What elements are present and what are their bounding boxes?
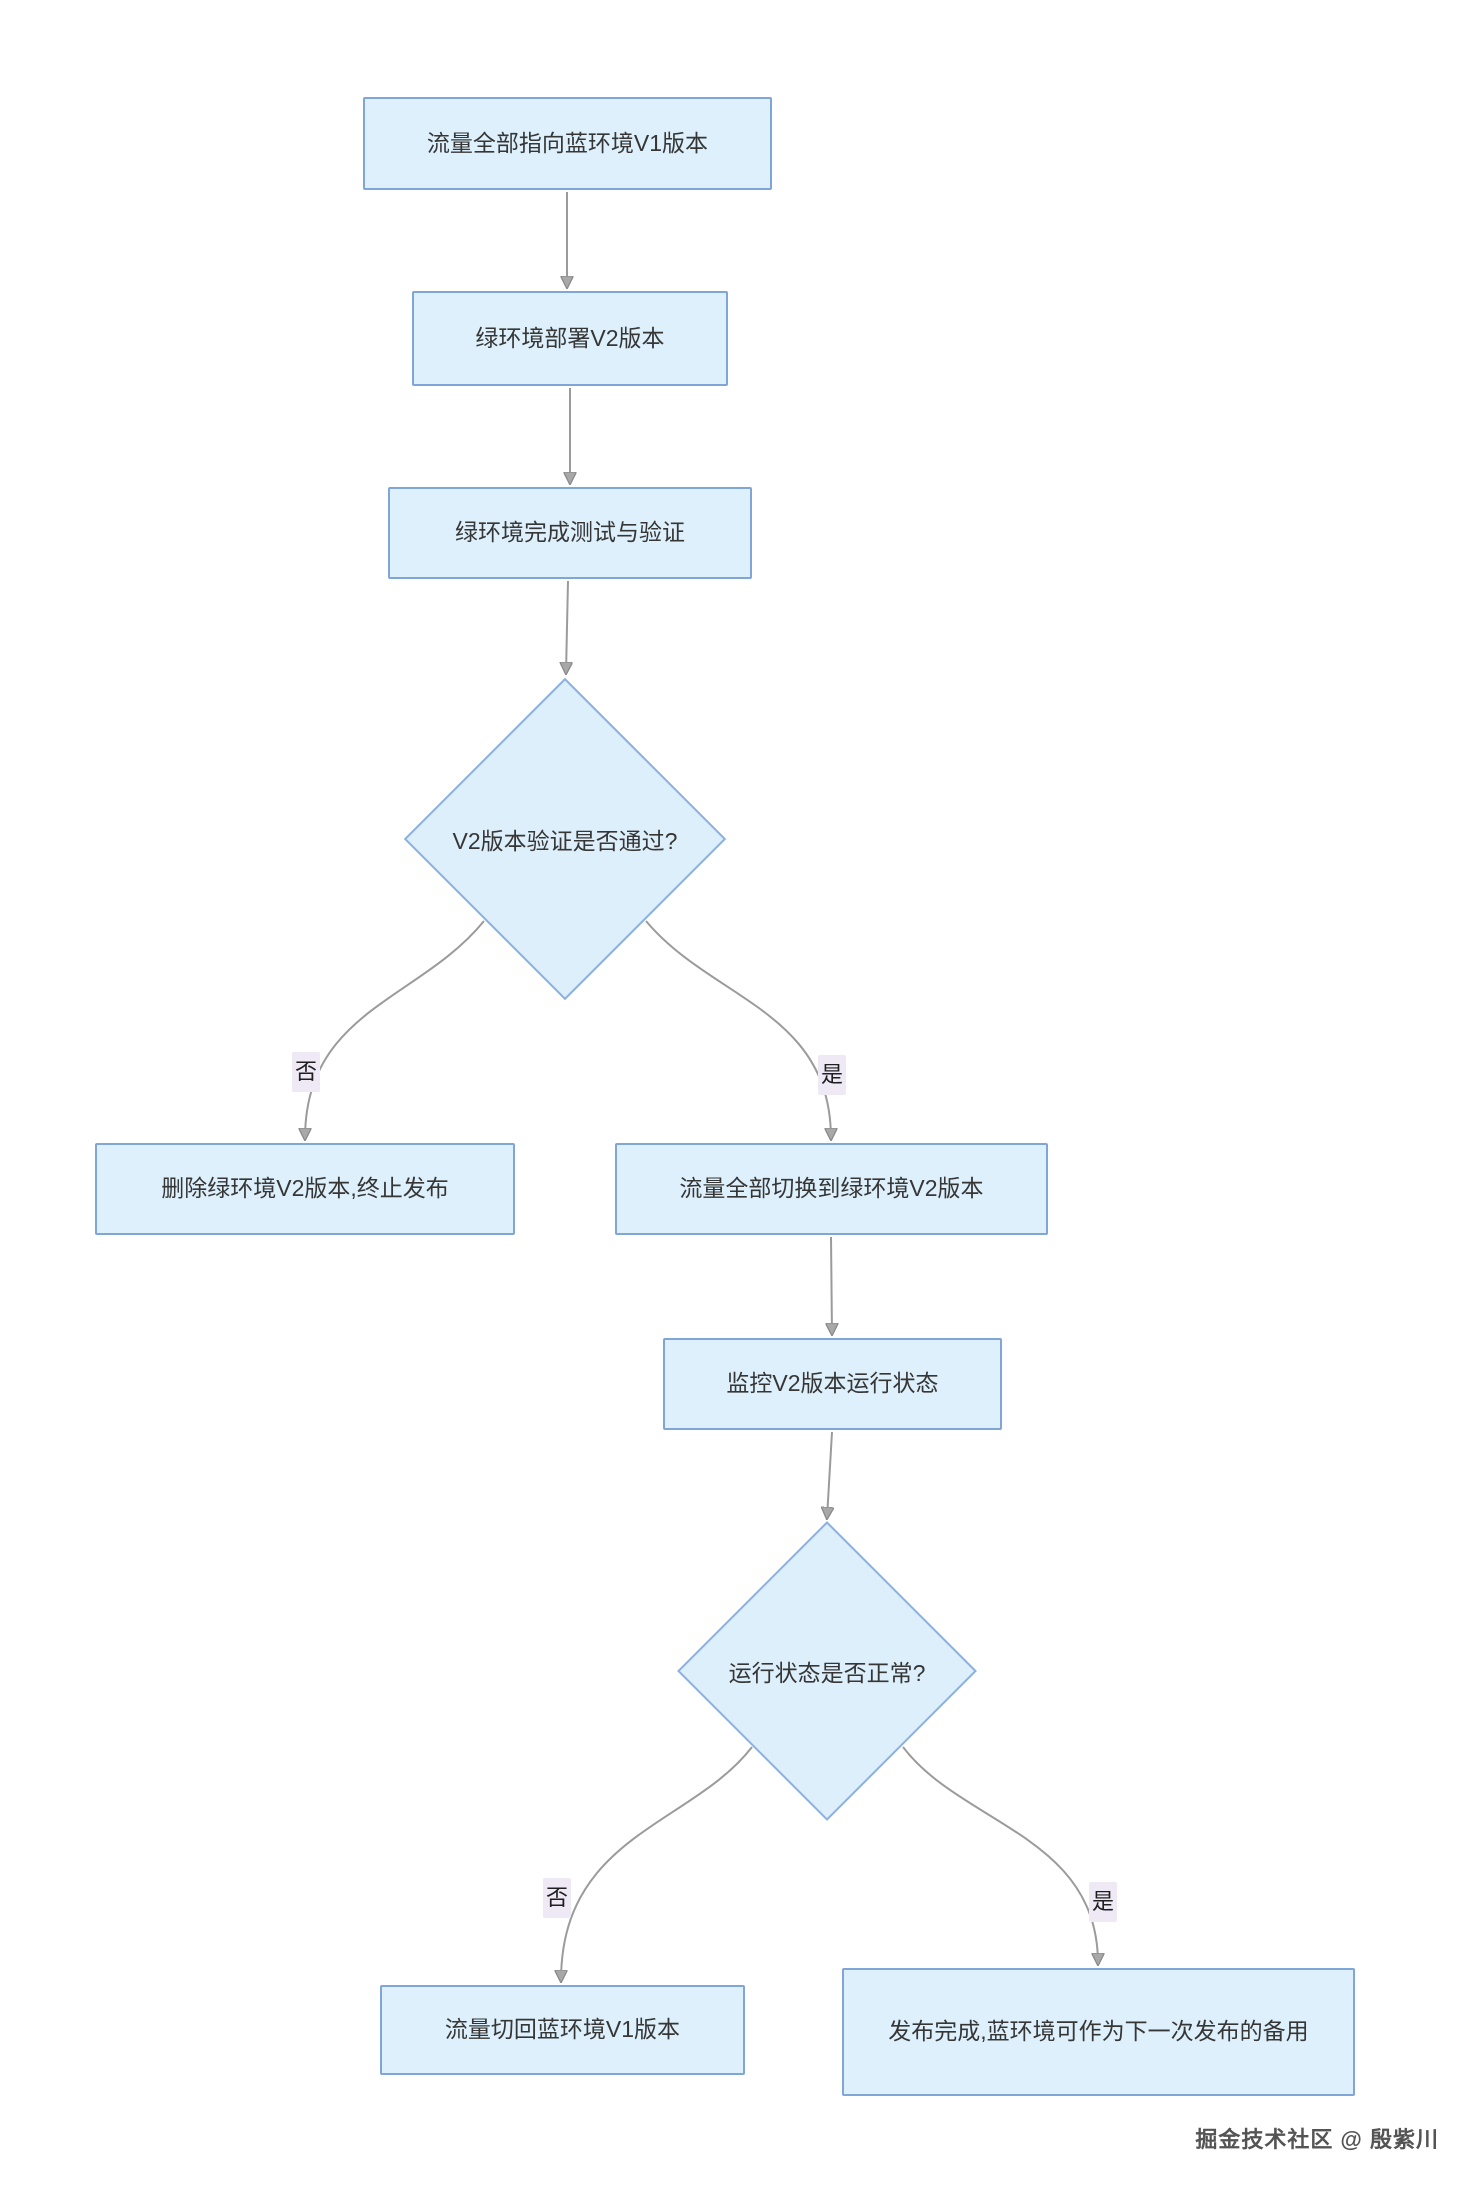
- node-label: 监控V2版本运行状态: [726, 1370, 939, 1397]
- node-label: 发布完成,蓝环境可作为下一次发布的备用: [888, 2018, 1309, 2045]
- node-release-complete: 发布完成,蓝环境可作为下一次发布的备用: [842, 1968, 1355, 2096]
- edge-label-yes: 是: [817, 1055, 847, 1095]
- edge-d2-no-n7: [561, 1746, 753, 1981]
- edge-d1-yes-n5: [645, 920, 831, 1139]
- node-label: 流量全部切换到绿环境V2版本: [679, 1175, 984, 1202]
- edge-label-no: 否: [542, 1878, 572, 1918]
- node-switch-traffic-green-v2: 流量全部切换到绿环境V2版本: [615, 1143, 1048, 1235]
- node-label: 流量全部指向蓝环境V1版本: [426, 129, 709, 156]
- edge-d2-yes-n8: [902, 1746, 1098, 1964]
- edge-d1-no-n4: [305, 920, 485, 1139]
- node-label: 绿环境完成测试与验证: [455, 519, 685, 546]
- edge-n6-d2: [827, 1431, 832, 1518]
- node-traffic-back-blue-v1: 流量切回蓝环境V1版本: [380, 1985, 745, 2075]
- edge-label-no: 否: [291, 1052, 321, 1092]
- node-label: 运行状态是否正常?: [728, 1660, 926, 1686]
- watermark: 掘金技术社区 @ 殷紫川: [1195, 2127, 1439, 2152]
- edge-n3-d1: [566, 580, 568, 673]
- node-delete-green-v2: 删除绿环境V2版本,终止发布: [95, 1143, 515, 1235]
- node-label: 删除绿环境V2版本,终止发布: [161, 1175, 449, 1202]
- decision-status-normal-label: 运行状态是否正常?: [667, 1641, 987, 1701]
- edge-label-yes: 是: [1088, 1882, 1118, 1922]
- node-label: 流量切回蓝环境V1版本: [444, 2016, 681, 2043]
- node-label: V2版本验证是否通过?: [452, 828, 678, 854]
- node-traffic-to-blue-v1: 流量全部指向蓝环境V1版本: [363, 97, 772, 190]
- node-green-deploy-v2: 绿环境部署V2版本: [412, 291, 728, 386]
- edge-n5-n6: [831, 1236, 832, 1334]
- node-label: 绿环境部署V2版本: [475, 324, 665, 351]
- node-green-test-verify: 绿环境完成测试与验证: [388, 487, 752, 579]
- decision-v2-verified-label: V2版本验证是否通过?: [405, 809, 725, 869]
- node-monitor-v2-status: 监控V2版本运行状态: [663, 1338, 1002, 1430]
